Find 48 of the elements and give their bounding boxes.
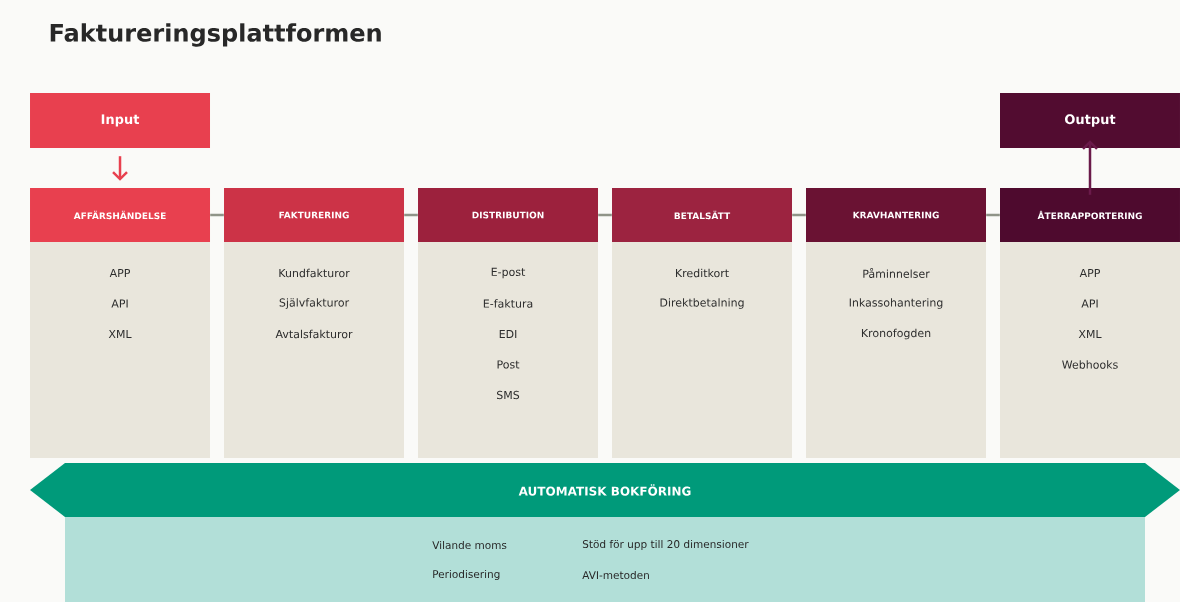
bookkeeping-band: AUTOMATISK BOKFÖRING Vilande moms Stöd för upp till 20 dimensioner Periodisering AVI-metoden: [30, 463, 1180, 602]
io-box: Output: [1000, 93, 1180, 148]
list-item: Webhooks: [1062, 360, 1118, 369]
connector-line: [598, 213, 612, 217]
list-item: APP: [1079, 269, 1100, 277]
list-item: Självfakturor: [279, 298, 350, 309]
list-item: Post: [497, 360, 520, 369]
node-label: AFFÄRSHÄNDELSE: [73, 210, 166, 220]
list-item: Inkassohantering: [849, 298, 943, 309]
node-label: KRAVHANTERING: [853, 211, 939, 219]
node-label: AUTOMATISK BOKFÖRING: [518, 484, 691, 496]
connector-line: [210, 213, 224, 217]
node-label: BETALSÄTT: [674, 210, 731, 220]
column-card: FAKTURERING Kundfakturor Självfakturor Avtalsfakturor: [224, 188, 404, 458]
column-card: BETALSÄTT Kreditkort Direktbetalning: [612, 188, 792, 458]
list-item: Påminnelser: [863, 268, 930, 278]
node-label: FAKTURERING: [279, 211, 349, 219]
list-item: Periodisering: [433, 569, 500, 581]
node-label: ÅTERRAPPORTERING: [1037, 210, 1142, 220]
list-item: Kreditkort: [676, 268, 729, 278]
list-item: Direktbetalning: [660, 298, 744, 309]
list-item: APP: [109, 269, 131, 277]
list-item: XML: [1078, 330, 1102, 338]
list-item: EDI: [499, 330, 517, 338]
connector-line: [404, 213, 418, 217]
title: Faktureringsplattformen: [50, 23, 381, 47]
list-item: Vilande moms: [432, 540, 507, 550]
list-item: E-faktura: [483, 299, 533, 308]
list-item: Kundfakturor: [279, 268, 350, 278]
list-item: API: [111, 299, 128, 308]
node-label: DISTRIBUTION: [472, 211, 544, 219]
connector-line: [792, 213, 806, 217]
column-card: DISTRIBUTION E-post E-faktura EDI Post SMS: [418, 188, 598, 458]
list-item: XML: [108, 330, 132, 338]
list-item: Kronofogden: [861, 328, 931, 340]
list-item: E-post: [491, 267, 526, 279]
io-box: Input: [30, 93, 210, 148]
list-item: Avtalsfakturor: [275, 329, 353, 339]
list-item: API: [1081, 299, 1098, 308]
arrow: [112, 156, 128, 181]
column-card: AFFÄRSHÄNDELSE APP API XML: [30, 188, 210, 458]
list-item: SMS: [497, 390, 520, 400]
column-card: ÅTERRAPPORTERING APP API XML Webhooks: [1000, 188, 1180, 458]
column-card: KRAVHANTERING Påminnelser Inkassohantering Kronofogden: [806, 188, 986, 458]
arrow: [1082, 140, 1098, 195]
list-item: AVI-metoden: [582, 570, 649, 580]
list-item: Stöd för upp till 20 dimensioner: [582, 539, 749, 551]
connector-line: [986, 213, 1000, 217]
